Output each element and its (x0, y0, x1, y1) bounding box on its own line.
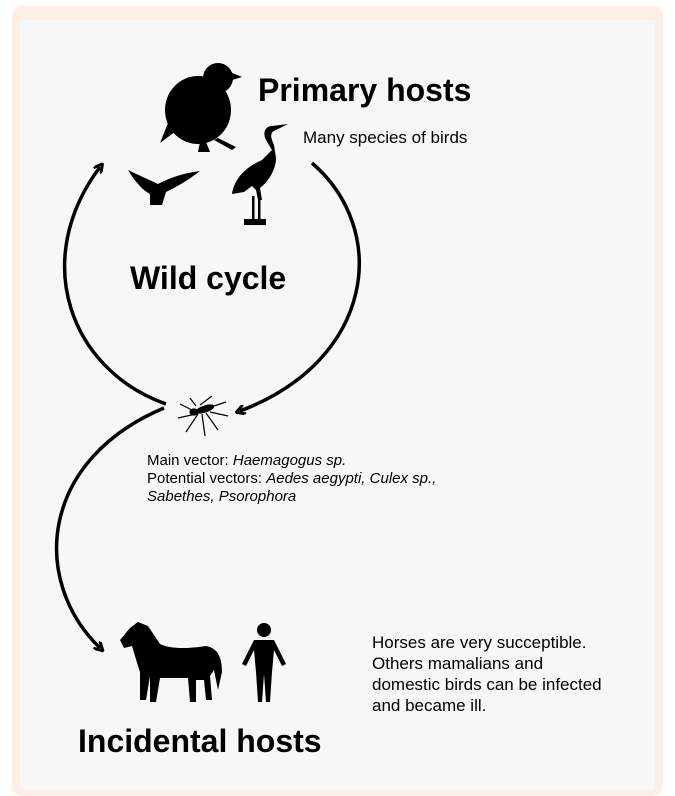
vectors-caption: Main vector: Haemagogus sp. Potential ve… (147, 452, 436, 506)
incidental-hosts-title: Incidental hosts (78, 723, 322, 759)
note-line: Horses are very succeptible. (372, 633, 587, 652)
human-icon (242, 623, 286, 702)
note-line: Others mamalians and (372, 654, 544, 673)
arrow-wild-right (240, 161, 361, 411)
incidental-hosts-note: Horses are very succeptible. Others mama… (372, 632, 602, 716)
potential-vectors-line: Potential vectors: Aedes aegypti, Culex … (147, 470, 436, 488)
diagram-panel (20, 20, 655, 790)
note-line: domestic birds can be infected (372, 675, 602, 694)
arrow-wild-left (62, 167, 167, 406)
horse-icon (120, 622, 222, 702)
primary-hosts-title: Primary hosts (258, 72, 472, 108)
heron-icon (232, 124, 288, 225)
potential-vectors-names-1: Aedes aegypti, Culex sp., (266, 470, 437, 487)
mosquito-icon (177, 395, 229, 437)
potential-vectors-prefix: Potential vectors: (147, 470, 267, 487)
note-line: and became ill. (372, 696, 487, 715)
wild-cycle-label: Wild cycle (130, 260, 287, 296)
flying-bird-icon (128, 170, 200, 205)
main-vector-prefix: Main vector: (147, 452, 233, 469)
potential-vectors-line-2: Sabethes, Psorophora (147, 488, 436, 506)
main-vector-line: Main vector: Haemagogus sp. (147, 452, 436, 470)
perched-bird-icon (160, 63, 242, 152)
potential-vectors-names-2: Sabethes, Psorophora (147, 488, 297, 505)
arrow-incidental (54, 406, 165, 648)
main-vector-name: Haemagogus sp. (232, 452, 347, 469)
primary-hosts-subtitle: Many species of birds (303, 128, 468, 147)
